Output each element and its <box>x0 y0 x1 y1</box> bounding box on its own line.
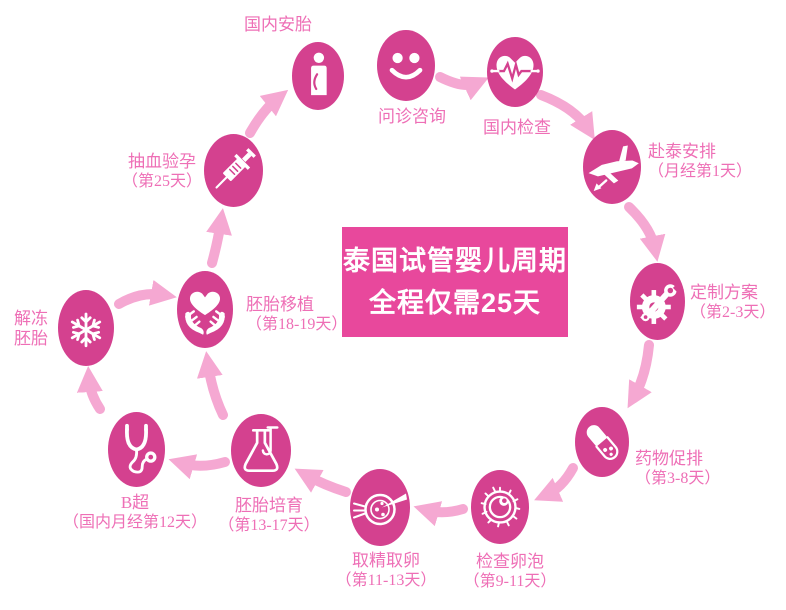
step-consultation-label: 问诊咨询 <box>378 107 446 126</box>
step-domestic-checkup-node <box>487 37 543 107</box>
step-embryo-culture-label: 胚胎培育（第13-17天） <box>218 496 320 534</box>
gear-wrench-icon <box>636 283 684 324</box>
step-b-ultrasound-label: B超（国内月经第12天） <box>62 493 208 531</box>
ovum-cell-icon <box>480 486 521 528</box>
lab-flask-icon <box>243 426 279 473</box>
step-follicle-check-label: 检查卵泡（第9-11天） <box>463 552 557 590</box>
step-domestic-prenatal-care-node <box>292 42 344 110</box>
flow-arrow <box>624 202 666 262</box>
step-thaw-embryo-label: 解冻胚胎 <box>14 309 48 348</box>
banner-title: 泰国试管婴儿周期 <box>343 246 567 276</box>
flow-arrow <box>627 340 654 409</box>
flow-arrow <box>206 208 232 268</box>
pregnant-woman-icon <box>311 52 327 96</box>
step-domestic-checkup-label: 国内检查 <box>483 118 551 137</box>
step-b-ultrasound-node <box>108 412 165 487</box>
flow-arrow <box>168 454 230 480</box>
flow-arrow <box>114 279 177 309</box>
syringe-icon <box>215 148 256 189</box>
step-sperm-egg-retrieval-label: 取精取卵（第11-13天） <box>335 551 437 589</box>
center-banner: 泰国试管婴儿周期 全程仅需25天 <box>342 227 568 337</box>
airplane-icon <box>588 145 639 192</box>
step-thaw-embryo-node <box>58 290 114 366</box>
snowflake-icon <box>70 312 102 348</box>
step-consultation-node <box>377 30 435 101</box>
step-embryo-transfer-node <box>177 271 233 348</box>
step-blood-pregnancy-test-label: 抽血验孕（第25天） <box>121 152 203 190</box>
step-ovulation-medication-label: 药物促排（第3-8天） <box>635 449 721 487</box>
flow-arrow <box>245 89 289 138</box>
step-follicle-check-node <box>471 470 529 544</box>
flow-arrow <box>196 351 228 420</box>
heart-heartbeat-icon <box>490 55 540 90</box>
flow-arrow <box>435 72 489 101</box>
flow-arrow <box>413 501 468 527</box>
step-custom-plan-label: 定制方案（第2-3天） <box>690 283 776 321</box>
smiley-face-icon <box>389 52 423 80</box>
step-thailand-trip-label: 赴泰安排（月经第1天） <box>648 142 753 180</box>
hands-heart-icon <box>185 291 225 335</box>
banner-subtitle: 全程仅需25天 <box>368 288 542 318</box>
flow-arrow <box>76 366 105 414</box>
step-blood-pregnancy-test-node <box>204 134 263 207</box>
step-embryo-transfer-label: 胚胎移植（第18-19天） <box>246 295 348 333</box>
capsule-pill-icon <box>586 425 619 460</box>
step-ovulation-medication-node <box>575 407 629 477</box>
step-thailand-trip-node <box>583 130 641 204</box>
flow-arrow <box>534 463 578 502</box>
stethoscope-icon <box>125 423 157 474</box>
flow-arrow <box>294 468 351 497</box>
egg-injection-icon <box>353 493 407 526</box>
step-embryo-culture-node <box>231 414 291 487</box>
step-custom-plan-node <box>630 263 685 340</box>
step-sperm-egg-retrieval-node <box>350 469 410 546</box>
step-domestic-prenatal-care-label: 国内安胎 <box>244 15 312 34</box>
